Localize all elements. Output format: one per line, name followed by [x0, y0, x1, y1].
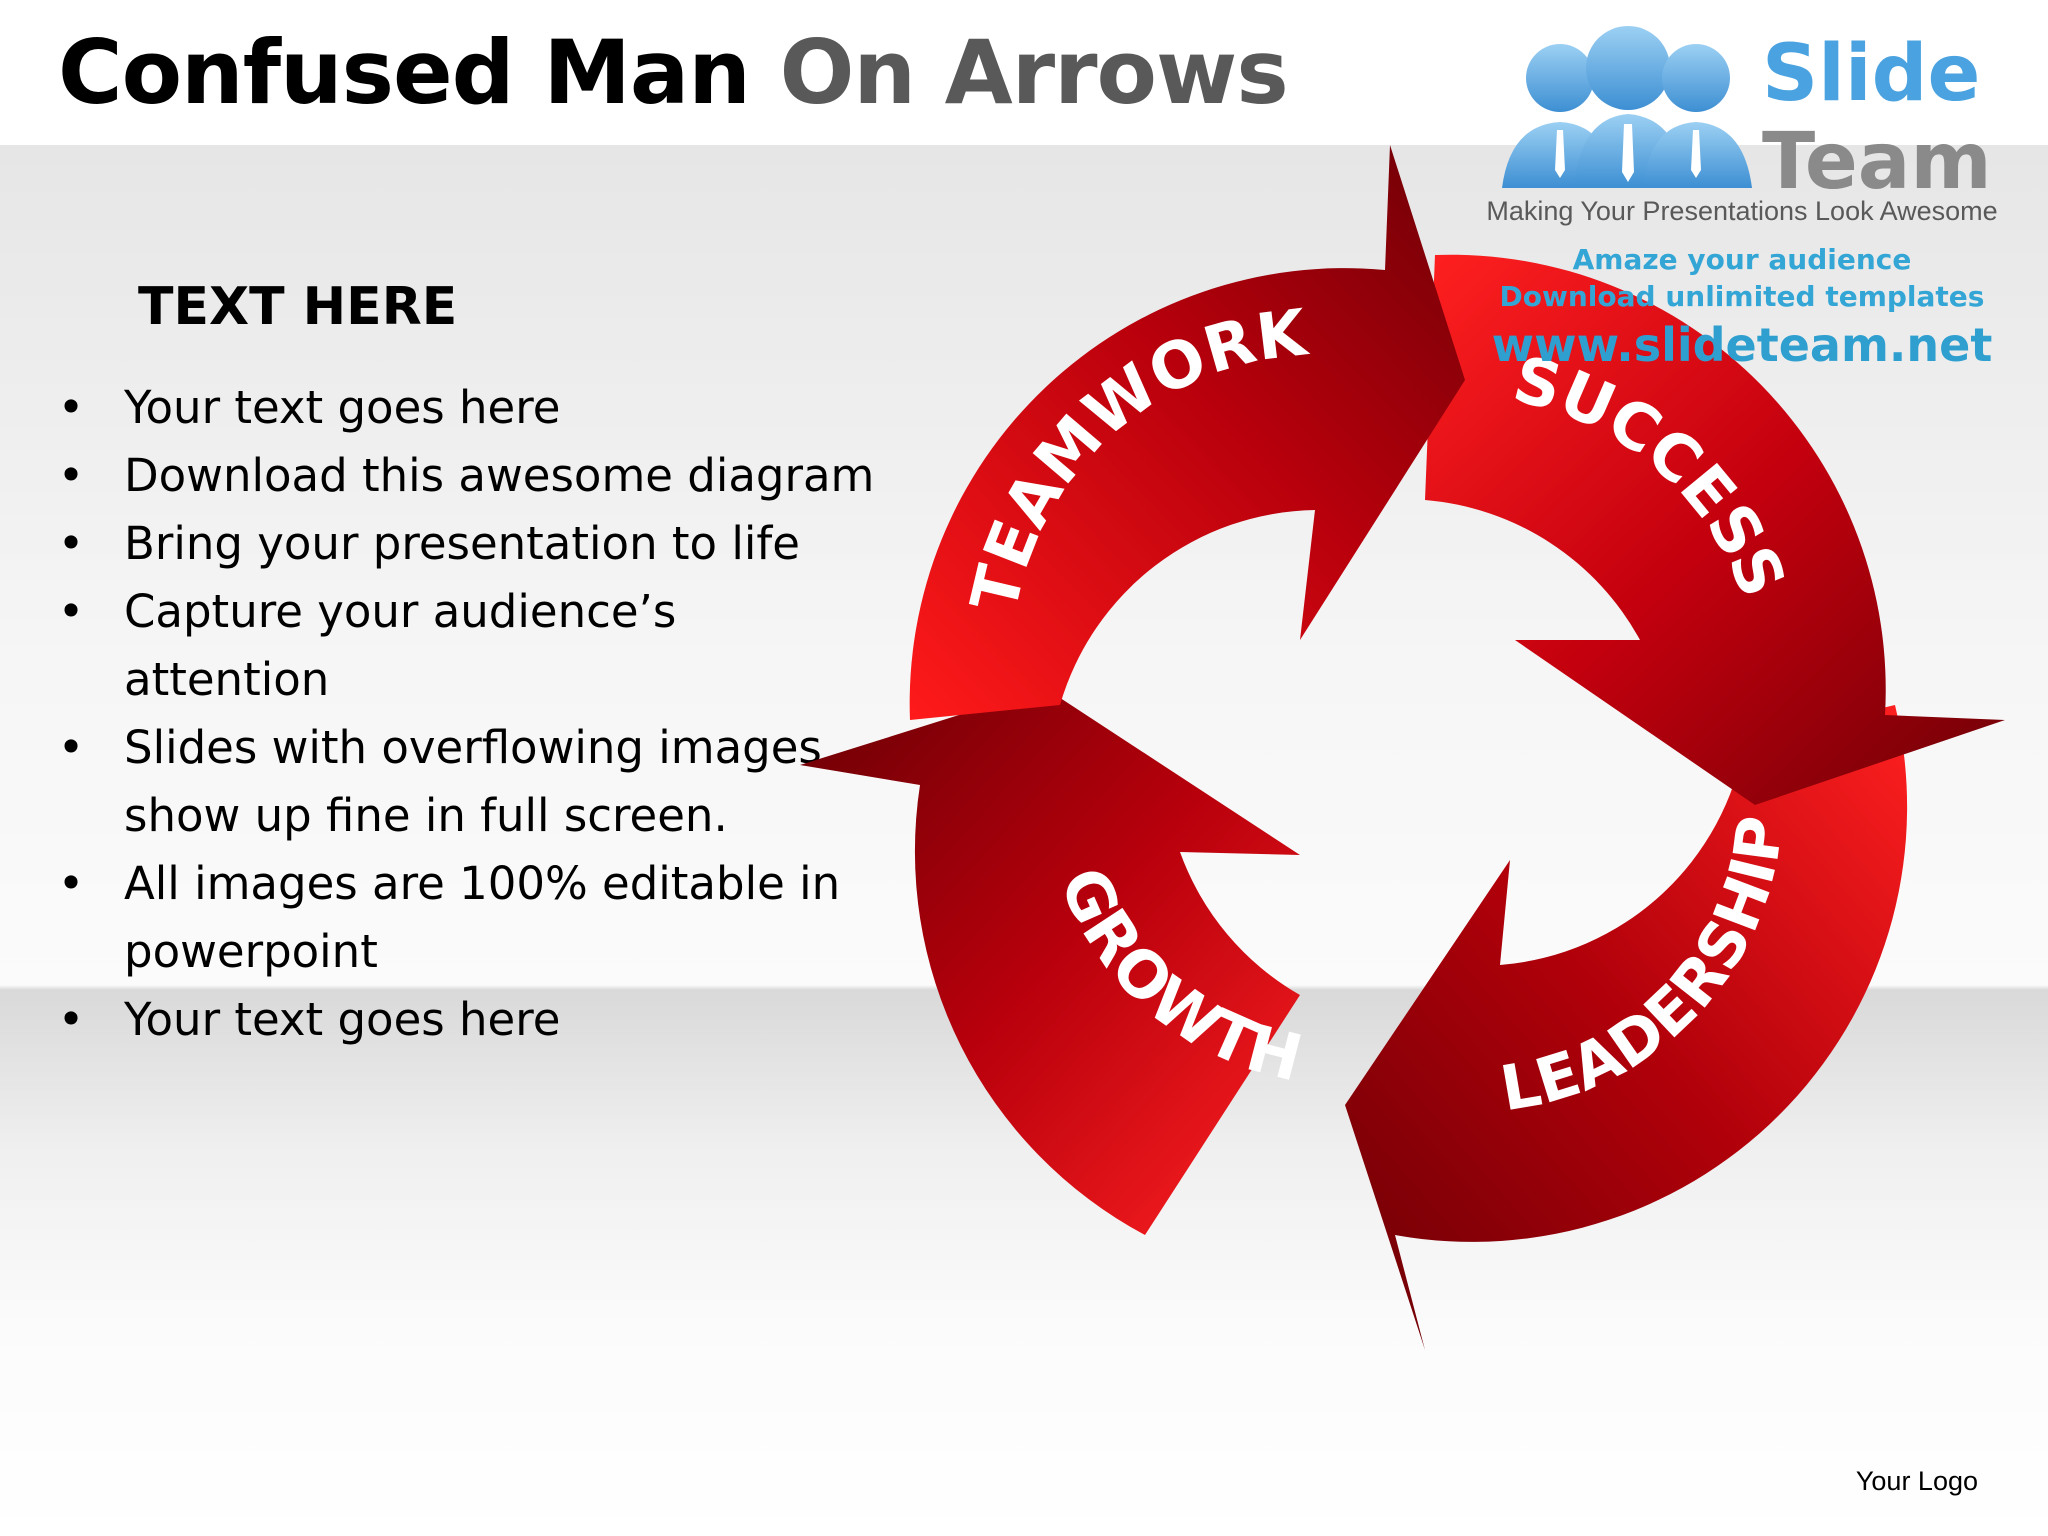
- text-heading: TEXT HERE: [138, 277, 458, 337]
- brand-slide: Slide: [1762, 29, 1980, 119]
- success-arrow: [1425, 254, 2005, 805]
- title-regular: On Arrows: [779, 21, 1289, 124]
- logo-tagline: Making Your Presentations Look Awesome: [1486, 196, 1998, 226]
- bullet-item: •Your text goes here: [57, 381, 561, 434]
- bullet-list: •Your text goes here •Download this awes…: [56, 374, 876, 1054]
- slideteam-logo: Slide Team: [1502, 26, 1992, 207]
- promo-url: www.slideteam.net: [1491, 318, 1993, 372]
- people-icon: [1502, 26, 1752, 188]
- growth-arrow: [800, 688, 1300, 1235]
- bullet-item: •Your text goes here: [57, 993, 561, 1046]
- leadership-arrow: [1345, 705, 1908, 1350]
- cycle-arrows-diagram: TEAMWORK SUCCESS LEADERSHIP GROWTH: [800, 145, 2005, 1350]
- brand-team: Team: [1762, 117, 1992, 207]
- bullet-item: •Bring your presentation to life: [57, 517, 800, 570]
- teamwork-arrow: [909, 145, 1465, 720]
- bullet-item: •Slides with overflowing images show up …: [57, 721, 822, 842]
- promo-download: Download unlimited templates: [1499, 280, 1985, 313]
- promo-amaze: Amaze your audience: [1572, 243, 1912, 276]
- bullet-item: •Download this awesome diagram: [57, 449, 875, 502]
- slide-title: Confused Man On Arrows: [58, 18, 1289, 128]
- title-bold: Confused Man: [58, 21, 751, 124]
- bullet-item: •All images are 100% editable in powerpo…: [57, 857, 841, 978]
- bullet-item: •Capture your audience’s attention: [57, 585, 677, 706]
- footer-logo-text: Your Logo: [1855, 1466, 1978, 1496]
